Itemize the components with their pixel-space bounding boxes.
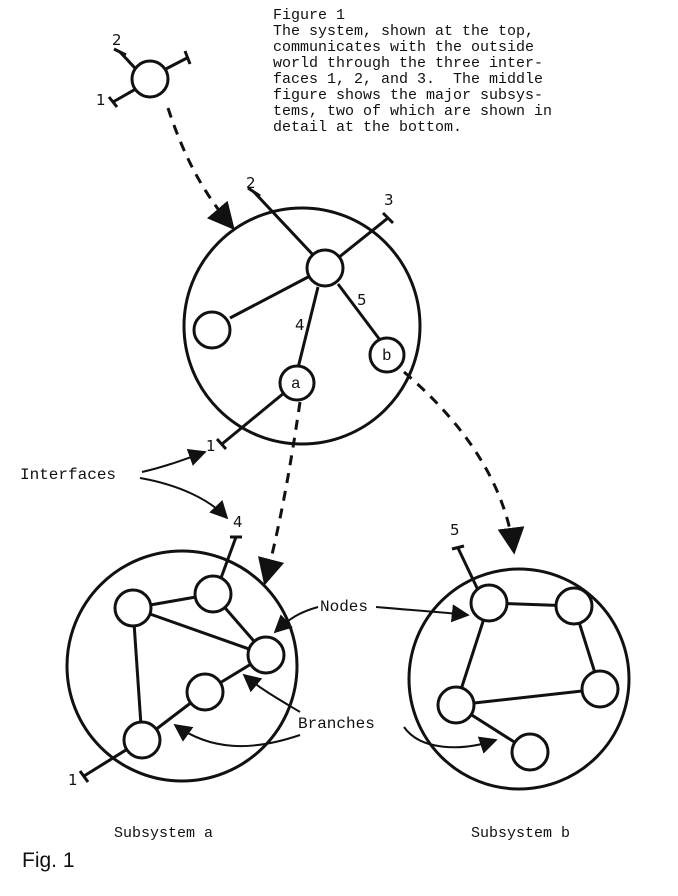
zoom-arrow — [258, 401, 302, 586]
interface-label: 1 — [68, 771, 78, 789]
node-label: a — [291, 375, 301, 393]
node — [305, 248, 345, 288]
node-b — [368, 336, 406, 374]
node — [469, 583, 509, 623]
interface-branch — [221, 391, 285, 446]
branch-label: 5 — [357, 291, 367, 309]
node — [510, 732, 550, 772]
interface-label: 1 — [206, 437, 216, 455]
interface-tick — [113, 47, 127, 57]
interface-branch — [219, 536, 238, 579]
node — [436, 685, 476, 725]
interface-label: 3 — [384, 191, 394, 209]
interface-branch — [252, 190, 317, 259]
node — [193, 574, 233, 614]
interface-label: 4 — [233, 513, 243, 531]
subsystem-a-label: Subsystem a — [114, 825, 214, 842]
node — [113, 588, 153, 628]
subsystem-b-label: Subsystem b — [471, 825, 571, 842]
node — [185, 672, 225, 712]
interfaces-pointer — [141, 448, 207, 473]
interfaces-label: Interfaces — [20, 466, 116, 484]
interface-branch — [337, 216, 389, 260]
caption-line: figure shows the major subsys- — [273, 87, 544, 104]
branches-pointer — [403, 726, 498, 754]
caption-line: detail at the bottom. — [273, 119, 463, 136]
interface-tick — [451, 544, 465, 551]
node — [192, 310, 232, 350]
interface-tick — [247, 186, 261, 198]
system-boundary — [407, 567, 631, 791]
interface-tick — [215, 437, 228, 451]
branch — [229, 274, 311, 320]
node — [122, 720, 162, 760]
node — [554, 586, 594, 626]
branch — [455, 687, 601, 707]
interfaces-pointer — [139, 477, 229, 520]
node — [246, 635, 286, 675]
interface-label: 1 — [96, 91, 106, 109]
caption-line: faces 1, 2, and 3. The middle — [273, 71, 544, 88]
interface-branch — [456, 547, 480, 591]
system-boundary — [182, 206, 422, 446]
top-system — [107, 47, 192, 108]
interface-tick — [381, 211, 395, 225]
interface-label: 2 — [246, 174, 256, 192]
nodes-label: Nodes — [320, 598, 368, 616]
figure-caption: Figure 1 The system, shown at the top, c… — [273, 8, 673, 136]
node — [580, 669, 620, 709]
branch — [336, 283, 382, 341]
nodes-pointer — [273, 606, 319, 634]
node-label: b — [382, 347, 392, 365]
branches-pointer — [173, 723, 301, 748]
figure-label: Fig. 1 — [22, 849, 75, 872]
interface-tick — [107, 96, 119, 108]
node-a — [278, 364, 316, 402]
branch — [132, 606, 267, 657]
branch-label: 4 — [295, 316, 305, 334]
interface-tick — [78, 770, 90, 783]
interface-label: 2 — [112, 31, 122, 49]
middle-system — [182, 186, 422, 451]
zoom-arrow — [403, 370, 525, 555]
system-boundary — [65, 549, 299, 783]
caption-line: The system, shown at the top, — [273, 23, 535, 40]
interface-label: 5 — [450, 521, 460, 539]
caption-line: world through the three inter- — [273, 55, 544, 72]
caption-line: communicates with the outside — [273, 39, 535, 56]
caption-title: Figure 1 — [273, 7, 346, 24]
zoom-arrow — [166, 107, 235, 231]
system-node — [130, 59, 170, 99]
branches-label: Branches — [298, 715, 375, 733]
interface-tick — [183, 50, 192, 65]
branch — [131, 607, 144, 741]
branch — [296, 286, 320, 369]
nodes-pointer — [375, 604, 470, 623]
caption-line: tems, two of which are shown in — [273, 103, 553, 120]
branches-pointer — [242, 673, 301, 713]
